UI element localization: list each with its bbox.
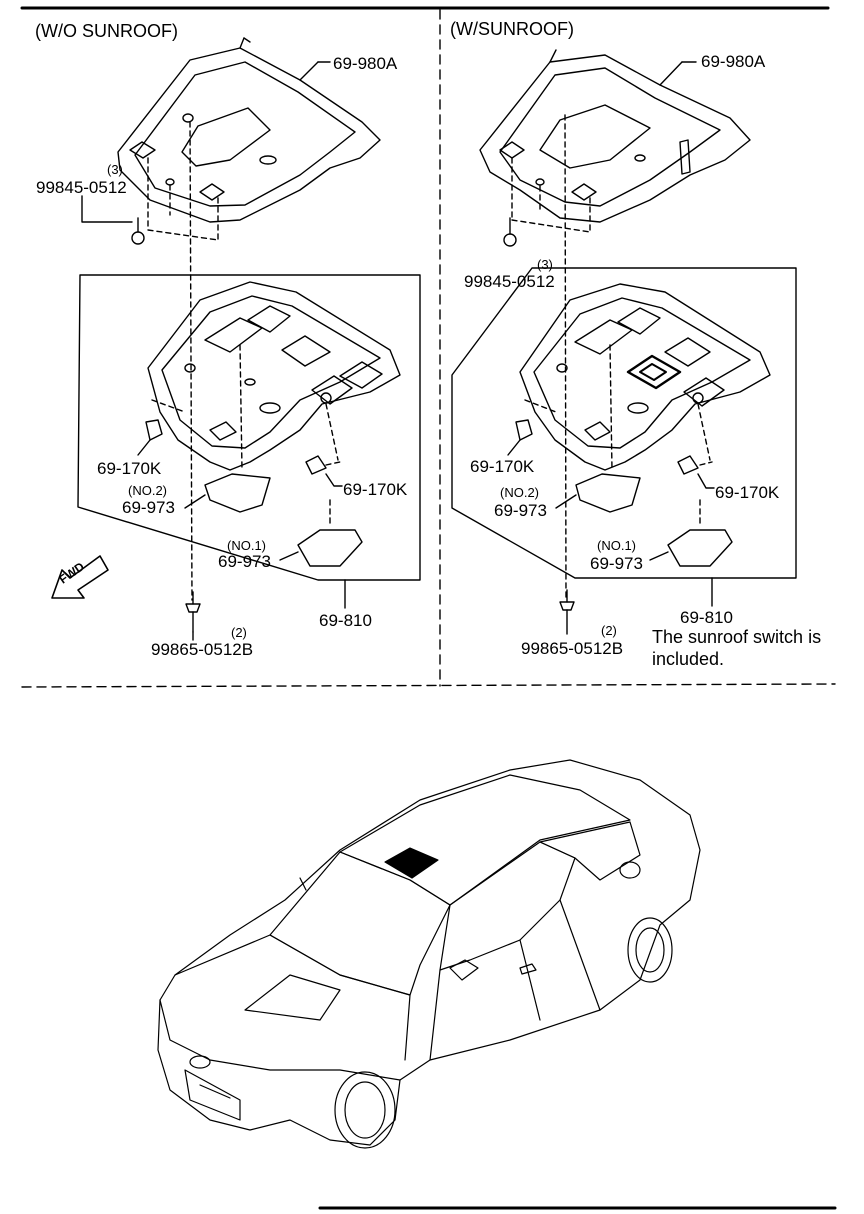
right-label-bolt-qty: (3)	[537, 257, 553, 272]
right-headliner-panel	[479, 49, 751, 223]
right-sunroof-note: The sunroof switch is included.	[652, 627, 822, 669]
left-overhead-console	[147, 281, 401, 471]
right-label-lens2: 69-973	[494, 501, 547, 520]
left-lens-no2	[204, 473, 271, 513]
left-label-bulb-a: 69-170K	[97, 459, 162, 478]
left-label-lens2-no: (NO.2)	[128, 483, 167, 498]
right-label-bulb-a: 69-170K	[470, 457, 535, 476]
left-console-leaders	[151, 344, 341, 526]
right-dashed-leaders	[511, 114, 591, 599]
left-label-bulb-b: 69-170K	[343, 480, 408, 499]
right-bolt-icon	[503, 217, 517, 247]
left-label-lens1-no: (NO.1)	[227, 538, 266, 553]
right-headliner-leader	[659, 61, 683, 86]
left-lens-no1	[297, 529, 363, 567]
left-label-screw: 99865-0512B	[151, 640, 254, 659]
left-assembly-box	[77, 274, 421, 581]
section-title-wo-sunroof: (W/O SUNROOF)	[35, 21, 178, 41]
left-bulb-b-icon	[305, 455, 343, 487]
right-label-screw-qty: (2)	[601, 623, 617, 638]
right-console-leaders	[524, 344, 713, 526]
right-screw-icon	[559, 589, 575, 635]
left-dashed-leaders	[147, 121, 219, 601]
left-label-bolt-qty: (3)	[107, 162, 123, 177]
right-assembly-box	[451, 267, 797, 579]
right-label-lens1: 69-973	[590, 554, 643, 573]
left-label-headliner: 69-980A	[333, 54, 398, 73]
left-label-screw-qty: (2)	[231, 625, 247, 640]
left-label-lens2: 69-973	[122, 498, 175, 517]
right-lens-no1	[667, 529, 733, 567]
left-bolt-icon	[81, 195, 145, 245]
section-title-w-sunroof: (W/SUNROOF)	[450, 19, 574, 39]
right-label-bulb-b: 69-170K	[715, 483, 780, 502]
sunroof-marker	[384, 847, 439, 879]
left-screw-icon	[185, 591, 201, 641]
left-headliner-leader	[299, 61, 319, 81]
right-label-headliner: 69-980A	[701, 52, 766, 71]
right-label-bolt: 99845-0512	[464, 272, 555, 291]
right-bulb-b-icon	[677, 455, 715, 489]
right-lens-no2	[575, 473, 641, 513]
left-bulb-a-icon	[137, 419, 163, 456]
bottom-divider	[21, 683, 836, 688]
left-label-bolt: 99845-0512	[36, 178, 127, 197]
right-label-lens2-no: (NO.2)	[500, 485, 539, 500]
right-label-screw: 99865-0512B	[521, 639, 624, 658]
fwd-arrow-icon	[51, 555, 109, 599]
car-icon	[157, 759, 701, 1149]
right-overhead-console	[519, 283, 771, 471]
right-label-assembly: 69-810	[680, 608, 733, 627]
right-bulb-a-icon	[507, 419, 533, 456]
left-label-assembly: 69-810	[319, 611, 372, 630]
left-label-lens1: 69-973	[218, 552, 271, 571]
sunroof-switch	[626, 354, 682, 390]
right-label-lens1-no: (NO.1)	[597, 538, 636, 553]
